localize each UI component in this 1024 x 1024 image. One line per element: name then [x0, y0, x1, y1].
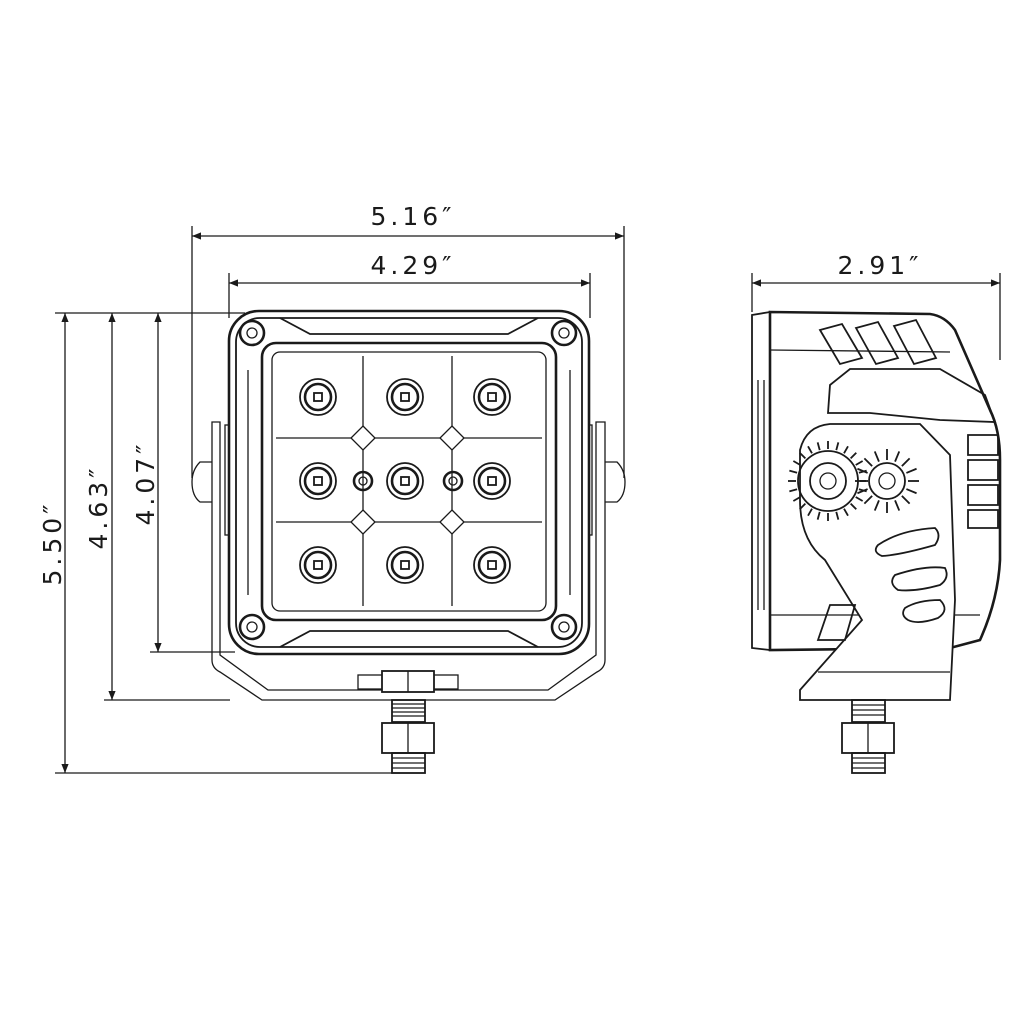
gear-tooth: [873, 451, 880, 462]
dim-label-housing-height: 4.07″: [131, 440, 160, 525]
gear-tooth: [894, 451, 901, 462]
gear-tooth: [863, 495, 873, 505]
side-mounting-bolt: [841, 699, 895, 774]
gear-tooth: [863, 457, 873, 467]
gear-tooth: [857, 488, 868, 495]
side-knob-right: [605, 461, 626, 503]
led: [299, 462, 337, 500]
led: [473, 378, 511, 416]
dim-label-housing-width: 4.29″: [370, 251, 455, 280]
gear-tooth: [849, 502, 857, 510]
gear-tooth: [901, 457, 911, 467]
front-view: [191, 309, 626, 774]
led: [299, 378, 337, 416]
gear-tooth: [807, 445, 813, 454]
led: [386, 378, 424, 416]
gear-tooth: [843, 508, 849, 517]
gear-tooth: [835, 442, 840, 451]
gear-tooth: [807, 508, 813, 517]
side-knob-left: [191, 461, 212, 503]
gear-tooth: [792, 460, 801, 466]
gear-tooth: [894, 500, 901, 511]
led: [473, 462, 511, 500]
dim-label-overall-height: 5.50″: [38, 500, 67, 585]
gear-tooth: [799, 452, 807, 460]
gear-tooth: [792, 496, 801, 502]
gear-tooth: [906, 488, 917, 495]
sensor-right: [442, 470, 464, 492]
gear-tooth: [855, 460, 864, 466]
gear-tooth: [789, 469, 798, 474]
front-rim: [751, 310, 771, 652]
sensor-left: [352, 470, 374, 492]
gear-tooth: [816, 511, 821, 520]
side-view: [751, 310, 1002, 774]
screws: [238, 319, 578, 641]
mount-bracket: [211, 421, 606, 701]
adjust-gear-right: [855, 449, 919, 513]
gear-tooth: [906, 467, 917, 474]
dim-label-bracket-height: 4.63″: [84, 464, 113, 549]
dimension-lines: [55, 226, 1001, 774]
led: [386, 546, 424, 584]
gear-tooth: [843, 445, 849, 454]
led-array: [299, 378, 511, 584]
dim-label-overall-width: 5.16″: [370, 202, 455, 231]
gear-tooth: [789, 488, 798, 493]
side-vents: [967, 434, 999, 529]
lens: [260, 341, 558, 622]
top-vents: [818, 318, 938, 366]
gear-tooth: [816, 442, 821, 451]
mounting-bolt: [357, 670, 459, 774]
dim-label-depth: 2.91″: [837, 251, 922, 280]
gear-tooth: [873, 500, 880, 511]
gear-tooth: [901, 495, 911, 505]
gear-tooth: [857, 467, 868, 474]
led: [299, 546, 337, 584]
gear-tooth: [799, 502, 807, 510]
gear-tooth: [855, 496, 864, 502]
gear-tooth: [849, 452, 857, 460]
gear-tooth: [835, 511, 840, 520]
led: [386, 462, 424, 500]
led: [473, 546, 511, 584]
